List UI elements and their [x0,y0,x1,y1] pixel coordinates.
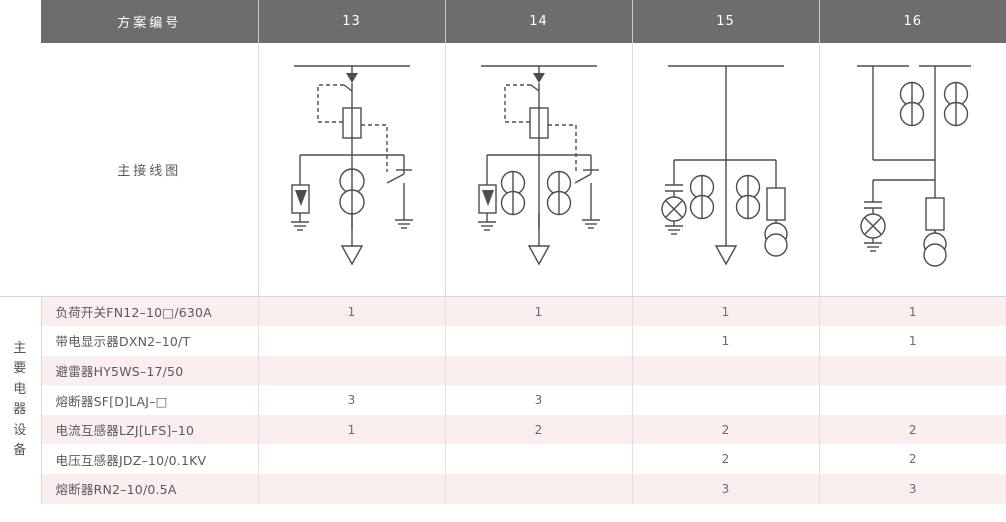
equipment-value [258,355,446,386]
header-scheme-number-label: 方案编号 [41,0,259,43]
equipment-label: 熔断器RN2–10/0.5A [41,474,259,504]
equipment-value: 1 [445,296,633,327]
equipment-label: 带电显示器DXN2–10/T [41,326,259,356]
schematic-15-svg [660,64,788,265]
earth-indicator-15 [664,224,683,235]
table-row: 带电显示器DXN2–10/T 1 1 [0,326,1006,356]
earth-switch-13 [394,218,413,229]
header-scheme-15: 15 [632,0,820,43]
table-header: 方案编号 13 14 15 16 [0,0,1006,43]
diagram-row: 主接线图 [0,43,1006,297]
interlock-dashed-left-13 [316,83,346,123]
vertical-char-4: 设 [13,422,28,438]
earth-arrester-14 [477,220,496,231]
equipment-value [445,474,633,504]
diagram-row-spacer [0,43,41,297]
vertical-char-0: 主 [13,340,28,356]
table-row: 熔断器SF[D]LAJ–□ 3 3 [0,385,1006,415]
load-switch-contact-14 [532,72,545,83]
vertical-char-3: 器 [13,402,28,418]
switch-blade-14 [530,83,539,92]
schematic-14-svg [477,64,600,265]
interlock-dashed-right-14 [547,123,577,172]
vertical-char-5: 备 [13,443,28,459]
load-switch-contact-13 [345,72,358,83]
equipment-value: 1 [819,296,1006,327]
equipment-value [632,385,820,415]
earth-indicator-16 [863,241,882,252]
earth-switch-14 [581,218,600,229]
scheme-spec-table: 方案编号 13 14 15 16 主接线图 [0,0,1006,504]
equipment-value [632,355,820,386]
earthing-switch-blade-14 [574,172,591,184]
equipment-value [445,326,633,356]
header-row: 方案编号 13 14 15 16 [0,0,1006,43]
header-scheme-13: 13 [258,0,446,43]
interlock-dashed-left-14 [503,83,533,123]
main-wiring-diagram-16 [819,43,1006,297]
voltage-transformer-16-b [923,242,947,267]
switch-blade-13 [343,83,352,92]
equipment-label: 电流互感器LZJ[LFS]–10 [41,414,259,445]
table-row: 熔断器RN2–10/0.5A 3 3 [0,474,1006,504]
main-wiring-diagram-15 [632,43,820,297]
equipment-value: 1 [632,296,820,327]
equipment-value: 2 [819,414,1006,445]
equipment-value [258,474,446,504]
header-scheme-16: 16 [819,0,1006,43]
main-wiring-diagram-13 [258,43,446,297]
equipment-value: 2 [445,414,633,445]
earthing-switch-blade-13 [386,172,404,184]
equipment-value [445,355,633,386]
fuse-15 [765,186,786,221]
equipment-value [258,444,446,475]
schematic-16-svg [856,64,971,267]
interlock-dashed-right-13 [360,123,388,172]
header-corner-cell [0,0,41,43]
equipment-label: 避雷器HY5WS–17/50 [41,355,259,386]
cable-outlet-15 [714,244,737,265]
vertical-char-2: 电 [13,381,28,397]
table-row: 电压互感器JDZ–10/0.1KV 2 2 [0,444,1006,475]
table-row: 主 要 电 器 设 备 负荷开关FN12–10□/630A 1 1 1 1 [0,296,1006,504]
equipment-value [819,355,1006,386]
schematic-13-svg [290,64,413,265]
equipment-value: 2 [632,414,820,445]
equipment-value [819,385,1006,415]
cable-outlet-14 [527,244,550,265]
equipment-value: 2 [632,444,820,475]
cable-outlet-13 [340,244,363,265]
equipment-value: 1 [632,326,820,356]
equipment-value: 2 [819,444,1006,475]
equipment-value: 1 [819,326,1006,356]
header-scheme-14: 14 [445,0,633,43]
equipment-value [445,444,633,475]
table-row: 避雷器HY5WS–17/50 [0,355,1006,386]
equipment-value: 1 [258,296,446,327]
equipment-value: 1 [258,414,446,445]
diagram-row-label: 主接线图 [41,43,259,297]
equipment-label: 电压互感器JDZ–10/0.1KV [41,444,259,475]
voltage-transformer-15-b [763,232,788,257]
equipment-value [258,326,446,356]
main-wiring-diagram-14 [445,43,633,297]
vertical-label-text: 主 要 电 器 设 备 [13,339,27,462]
earth-arrester-13 [290,220,309,231]
equipment-value: 3 [819,474,1006,504]
equipment-section-vertical-label: 主 要 电 器 设 备 [0,296,42,504]
fuse-16 [925,196,945,231]
table-body: 主接线图 [0,43,1006,504]
equipment-label: 熔断器SF[D]LAJ–□ [41,385,259,415]
vertical-char-1: 要 [13,361,28,377]
table-row: 电流互感器LZJ[LFS]–10 1 2 2 2 [0,414,1006,445]
equipment-value: 3 [632,474,820,504]
equipment-value: 3 [258,385,446,415]
equipment-label: 负荷开关FN12–10□/630A [41,296,259,327]
equipment-value: 3 [445,385,633,415]
